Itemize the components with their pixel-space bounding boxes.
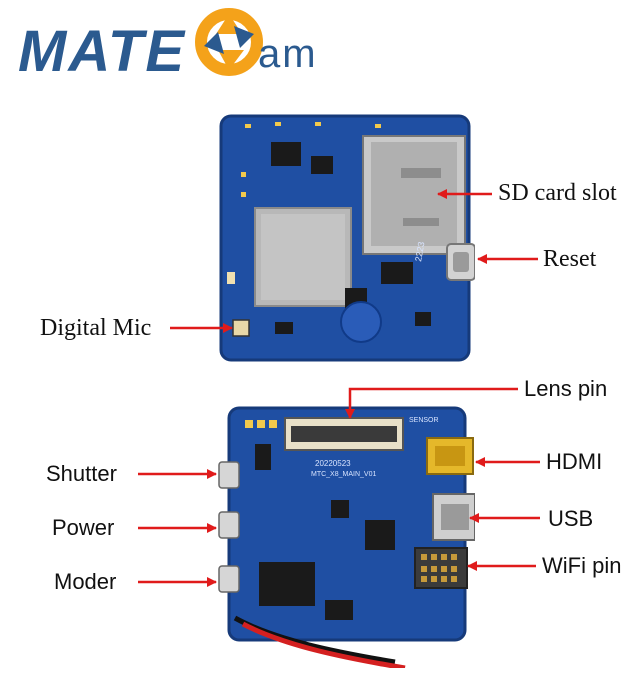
label-digital-mic: Digital Mic: [40, 315, 152, 341]
silk-sensor: SENSOR: [409, 417, 439, 424]
logo-text-main: MATE: [18, 19, 187, 84]
label-lens-pin: Lens pin: [524, 376, 608, 401]
power-button-part: [218, 511, 240, 539]
label-usb: USB: [548, 506, 594, 531]
moder-button-part: [218, 565, 240, 593]
label-reset: Reset: [543, 246, 597, 272]
shutter-button-part: [218, 461, 240, 489]
label-wifi-pin: WiFi pin: [542, 553, 622, 578]
label-hdmi: HDMI: [546, 449, 603, 474]
logo-aperture-icon: [195, 8, 263, 76]
bottom-pcb-board: SENSOR 20220523 MTC_X8_MAIN_V01: [218, 406, 475, 668]
matecam-logo: MATE am: [8, 4, 328, 84]
silk-version: MTC_X8_MAIN_V01: [311, 471, 376, 478]
top-silk-text: 2223: [413, 241, 426, 262]
silk-date: 20220523: [315, 459, 351, 468]
digital-mic-part: [232, 319, 250, 337]
label-moder: Moder: [54, 569, 117, 594]
label-power: Power: [52, 515, 115, 540]
top-pcb-board: 2223: [219, 114, 475, 362]
label-sd-card-slot: SD card slot: [498, 180, 617, 206]
label-shutter: Shutter: [46, 461, 117, 486]
logo-text-tail: am: [258, 32, 318, 76]
arrow-lens-pin: [345, 387, 518, 419]
